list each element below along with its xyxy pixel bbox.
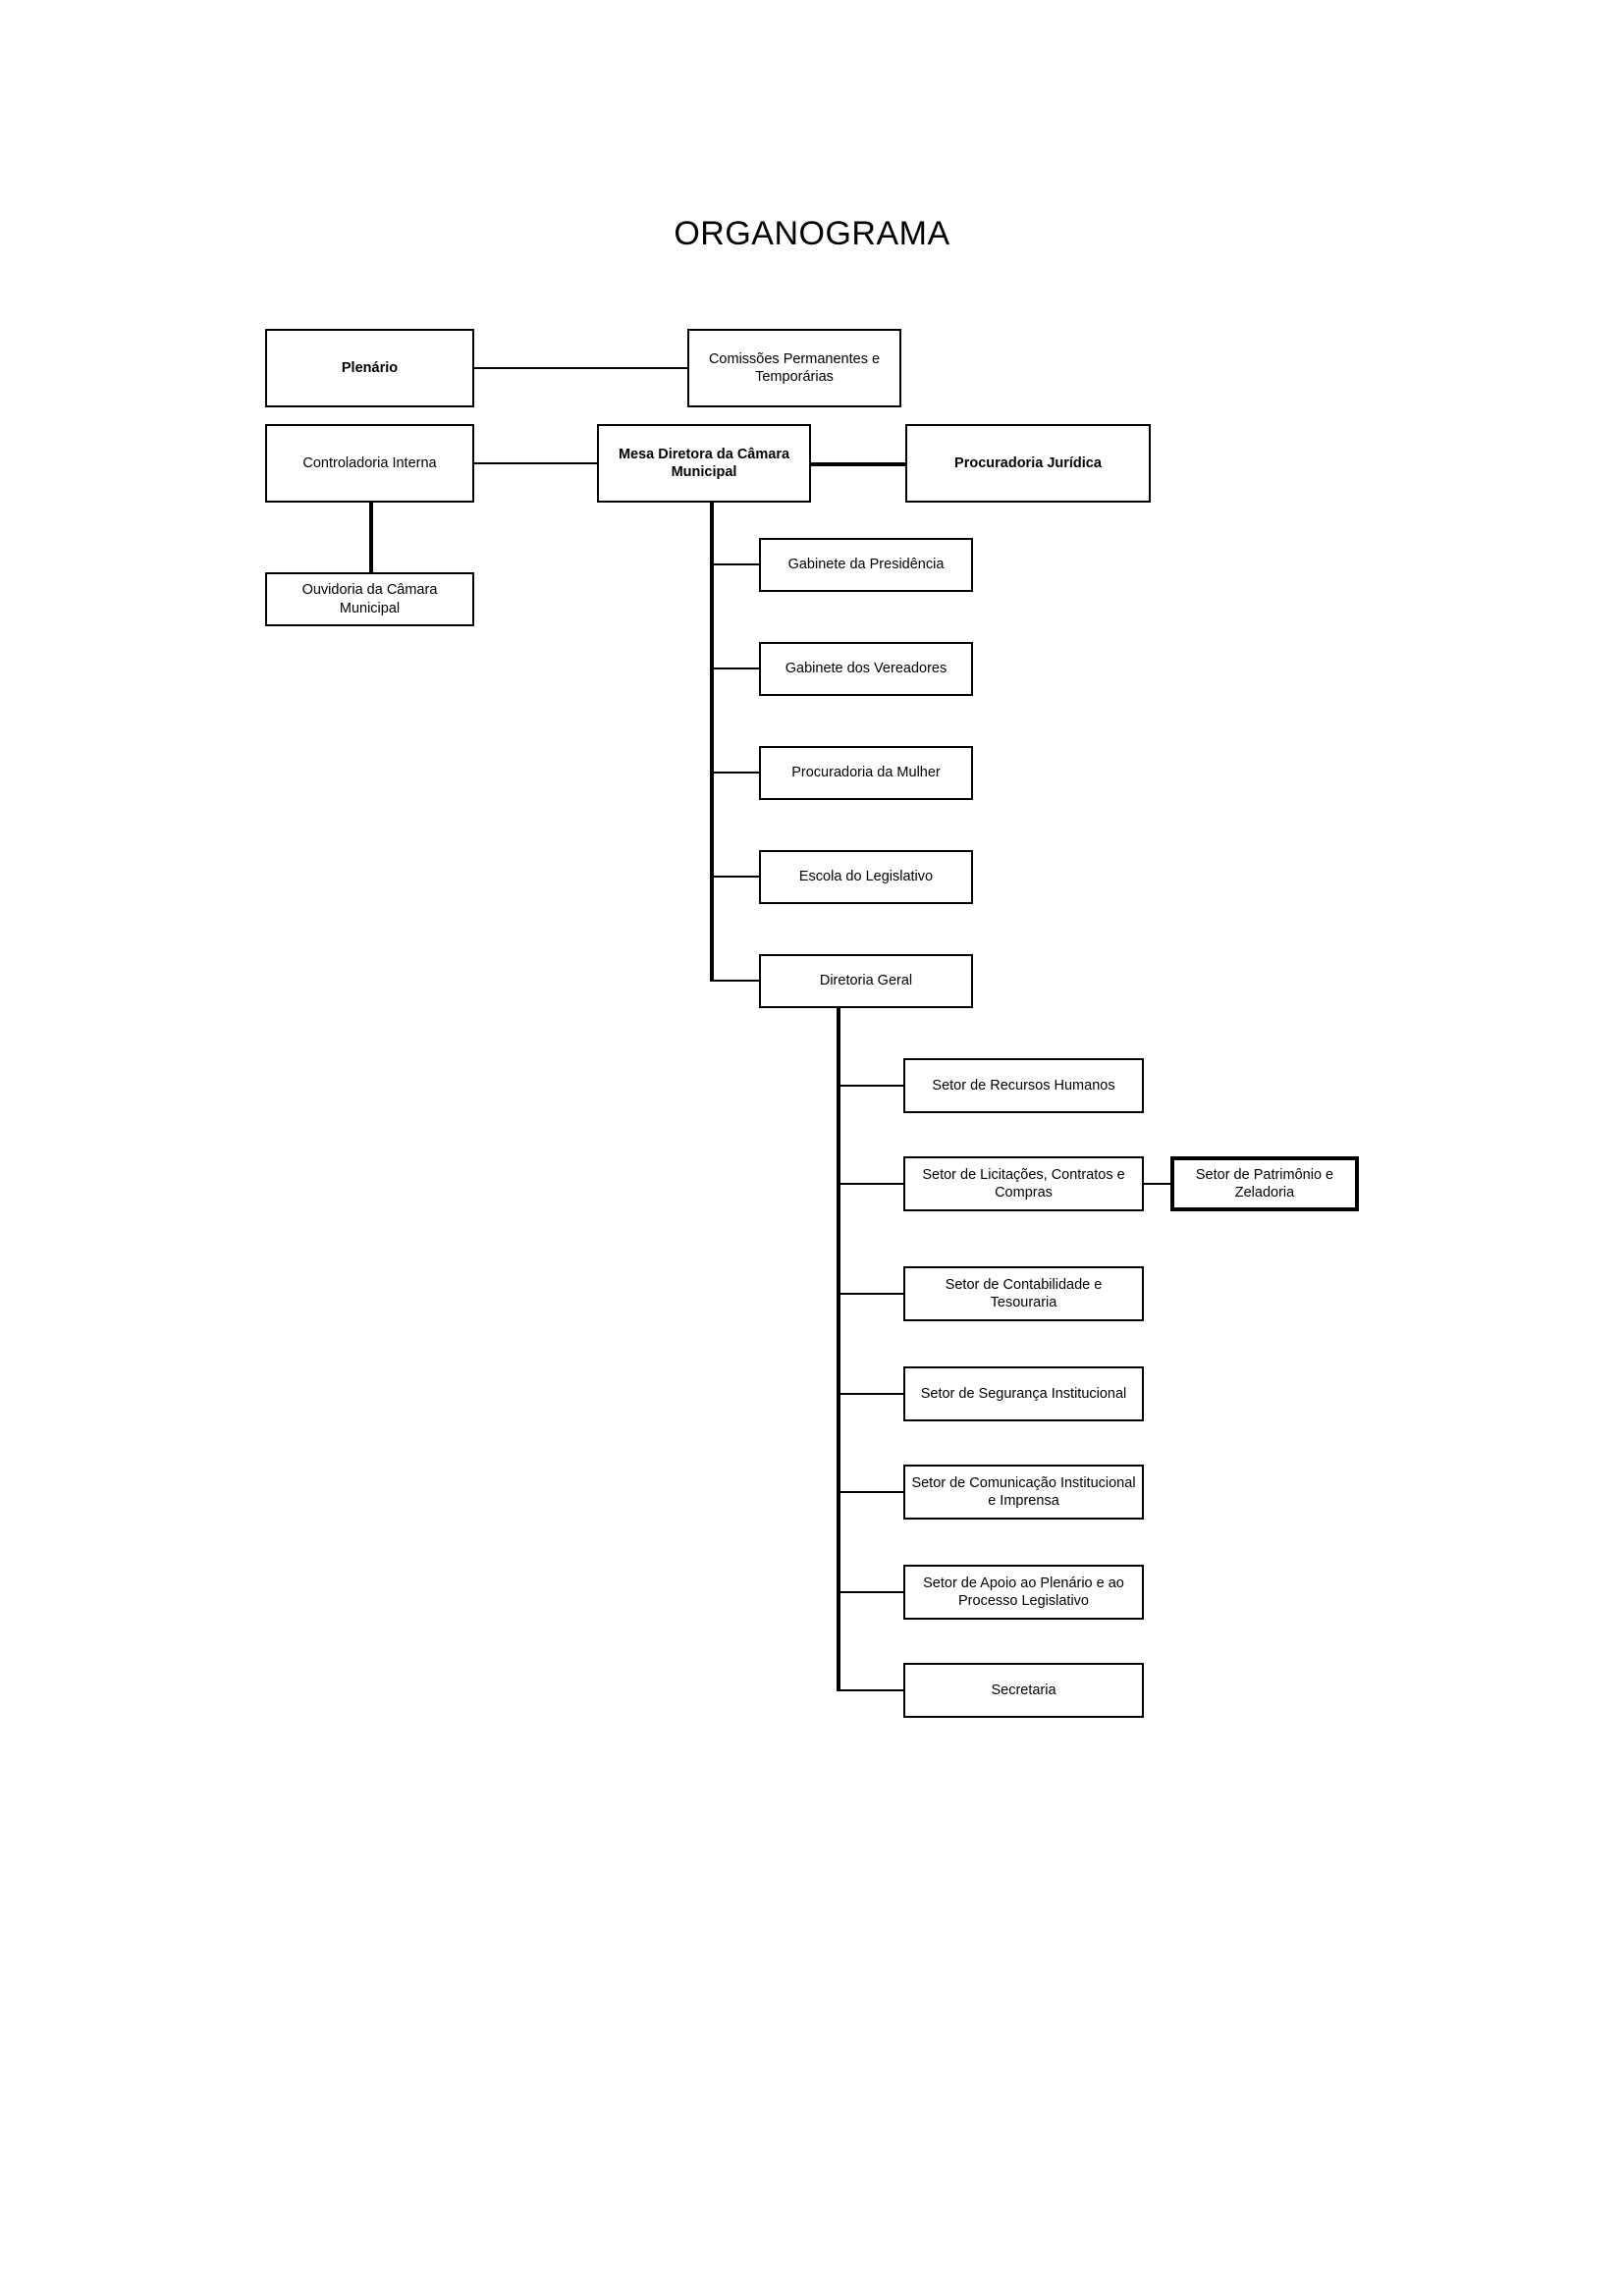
org-node-label: Mesa Diretora da Câmara Municipal — [618, 446, 790, 480]
org-node-apoio_plenario[interactable]: Setor de Apoio ao Plenário e ao Processo… — [903, 1565, 1144, 1620]
org-node-label: Gabinete da Presidência — [787, 557, 945, 573]
org-node-comissoes[interactable]: Comissões Permanentes e Temporárias — [687, 329, 901, 407]
org-node-ouvidoria[interactable]: Ouvidoria da Câmara Municipal — [265, 572, 474, 626]
connector-controladoria-to-mesa — [474, 462, 597, 464]
org-node-proc_mulher[interactable]: Procuradoria da Mulher — [759, 746, 973, 800]
org-node-label: Ouvidoria da Câmara Municipal — [301, 582, 438, 616]
org-node-escola_legislativo[interactable]: Escola do Legislativo — [759, 850, 973, 904]
connector-stub-contabilidade — [837, 1293, 903, 1295]
org-node-comunicacao[interactable]: Setor de Comunicação Institucional e Imp… — [903, 1465, 1144, 1520]
connector-plenario-to-comissoes — [474, 367, 687, 369]
org-node-patrimonio[interactable]: Setor de Patrimônio e Zeladoria — [1170, 1156, 1359, 1211]
org-node-licitacoes[interactable]: Setor de Licitações, Contratos e Compras — [903, 1156, 1144, 1211]
org-node-plenario[interactable]: Plenário — [265, 329, 474, 407]
org-node-label: Escola do Legislativo — [798, 869, 934, 885]
connector-mesa-to-procuradoria — [811, 462, 905, 466]
connector-stub-secretaria — [837, 1689, 903, 1691]
connector-stub-gab-vereadores — [710, 667, 759, 669]
org-node-seguranca[interactable]: Setor de Segurança Institucional — [903, 1366, 1144, 1421]
org-node-label: Procuradoria da Mulher — [791, 765, 941, 781]
org-node-mesa_diretora[interactable]: Mesa Diretora da Câmara Municipal — [597, 424, 811, 503]
org-node-label: Setor de Apoio ao Plenário e ao Processo… — [923, 1575, 1124, 1609]
connector-stub-proc-mulher — [710, 772, 759, 774]
org-node-label: Setor de Patrimônio e Zeladoria — [1195, 1166, 1334, 1201]
connector-diretoria-down-trunk — [837, 1008, 840, 1690]
connector-stub-comunicacao — [837, 1491, 903, 1493]
org-node-label: Diretoria Geral — [819, 973, 913, 989]
org-node-label: Secretaria — [991, 1682, 1056, 1698]
org-node-label: Setor de Comunicação Institucional e Imp… — [911, 1474, 1136, 1509]
org-node-label: Controladoria Interna — [302, 454, 437, 471]
connector-stub-seguranca — [837, 1393, 903, 1395]
connector-stub-apoio-plenario — [837, 1591, 903, 1593]
connector-stub-diretoria-geral — [710, 980, 759, 982]
org-node-secretaria[interactable]: Secretaria — [903, 1663, 1144, 1718]
page-title: ORGANOGRAMA — [674, 214, 950, 252]
org-node-controladoria[interactable]: Controladoria Interna — [265, 424, 474, 503]
org-node-label: Setor de Licitações, Contratos e Compras — [922, 1166, 1125, 1201]
org-node-gab_presidencia[interactable]: Gabinete da Presidência — [759, 538, 973, 592]
org-node-contabilidade[interactable]: Setor de Contabilidade e Tesouraria — [903, 1266, 1144, 1321]
org-node-label: Setor de Segurança Institucional — [920, 1385, 1127, 1402]
org-node-rh[interactable]: Setor de Recursos Humanos — [903, 1058, 1144, 1113]
org-node-label: Setor de Contabilidade e Tesouraria — [945, 1276, 1103, 1310]
org-node-diretoria_geral[interactable]: Diretoria Geral — [759, 954, 973, 1008]
org-node-label: Setor de Recursos Humanos — [932, 1077, 1115, 1094]
org-node-gab_vereadores[interactable]: Gabinete dos Vereadores — [759, 642, 973, 696]
connector-stub-escola-legislativo — [710, 876, 759, 878]
connector-stub-rh — [837, 1085, 903, 1087]
connector-stub-gab-presidencia — [710, 563, 759, 565]
connector-stub-licitacoes — [837, 1183, 903, 1185]
connector-licitacoes-to-patrimonio — [1144, 1183, 1170, 1185]
org-node-label: Plenário — [341, 359, 399, 376]
org-node-label: Comissões Permanentes e Temporárias — [708, 350, 881, 385]
connector-controladoria-down — [369, 503, 373, 572]
org-node-label: Procuradoria Jurídica — [954, 454, 1102, 471]
org-node-label: Gabinete dos Vereadores — [785, 661, 947, 677]
connector-mesa-down-trunk — [710, 503, 714, 982]
org-node-procuradoria_juridica[interactable]: Procuradoria Jurídica — [905, 424, 1151, 503]
